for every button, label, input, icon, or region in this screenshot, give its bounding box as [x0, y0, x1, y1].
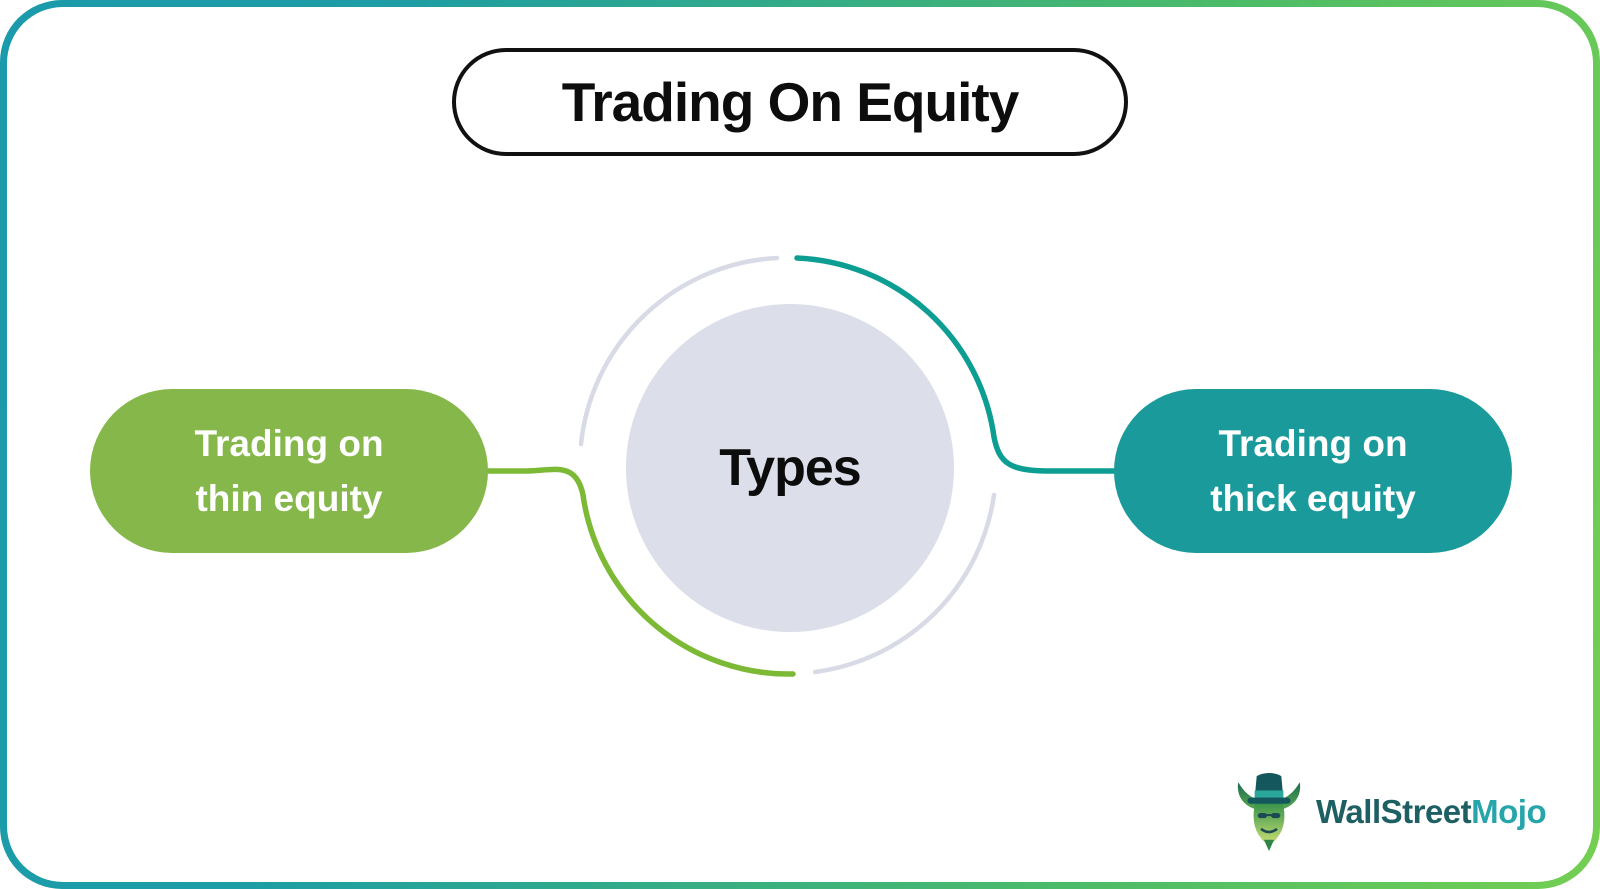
bull-mascot-icon: [1237, 773, 1301, 851]
types-label: Types: [719, 439, 861, 497]
title-box: Trading On Equity: [452, 48, 1128, 156]
node-thick-equity-line1: Trading on: [1218, 422, 1408, 464]
node-thick-equity-line2: thick equity: [1210, 478, 1416, 519]
node-thick-equity: Trading on thick equity: [1114, 389, 1512, 553]
green-branch-line: [483, 466, 796, 677]
page-title: Trading On Equity: [561, 71, 1020, 133]
logo-wordmark: WallStreetMojo: [1316, 793, 1547, 831]
teal-branch-line: [794, 255, 1119, 474]
types-circle: Types: [626, 304, 954, 632]
logo-text-wallstreet: WallStreet: [1316, 793, 1472, 830]
logo-text-mojo: Mojo: [1471, 793, 1547, 830]
ring-arc-top-left: [578, 255, 780, 447]
node-thin-equity-line1: Trading on: [194, 422, 384, 464]
node-thin-equity: Trading on thin equity: [90, 389, 488, 553]
node-thin-equity-line2: thin equity: [195, 478, 383, 519]
ring-arc-bottom-right: [812, 492, 997, 675]
wallstreetmojo-logo: WallStreetMojo: [1232, 772, 1547, 852]
